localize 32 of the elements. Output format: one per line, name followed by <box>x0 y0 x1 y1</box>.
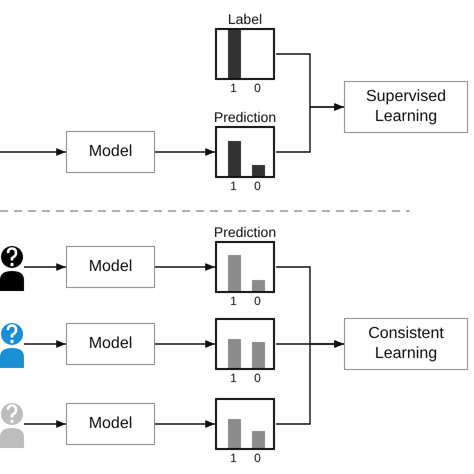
process-box: Model <box>66 246 155 288</box>
arrow <box>24 420 66 428</box>
chart-title: Prediction <box>212 223 278 241</box>
arrow <box>0 148 66 156</box>
process-box: Model <box>66 403 155 445</box>
process-box: Supervised Learning <box>344 81 468 133</box>
process-box: Consistent Learning <box>344 318 468 370</box>
person-icon <box>0 243 24 291</box>
arrow <box>155 340 215 348</box>
tick-label: 1 <box>229 294 238 308</box>
tick-label: 1 <box>229 371 238 385</box>
chart-title: Prediction <box>212 108 278 126</box>
tick-label: 0 <box>253 451 262 465</box>
person-icon <box>0 400 24 448</box>
process-box: Model <box>66 323 155 365</box>
tick-label: 0 <box>253 371 262 385</box>
arrow <box>276 340 344 425</box>
tick-label: 1 <box>229 81 238 95</box>
tick-label: 0 <box>253 81 262 95</box>
tick-label: 0 <box>253 294 262 308</box>
chart-title: Label <box>226 10 264 28</box>
tick-label: 1 <box>229 179 238 193</box>
arrow <box>155 263 215 271</box>
tick-label: 1 <box>229 451 238 465</box>
arrow <box>24 263 66 271</box>
arrow <box>24 340 66 348</box>
process-box: Model <box>66 131 155 173</box>
person-icon <box>0 320 24 368</box>
arrow <box>276 103 344 153</box>
arrow <box>155 148 215 156</box>
arrow <box>155 420 215 428</box>
tick-label: 0 <box>253 179 262 193</box>
